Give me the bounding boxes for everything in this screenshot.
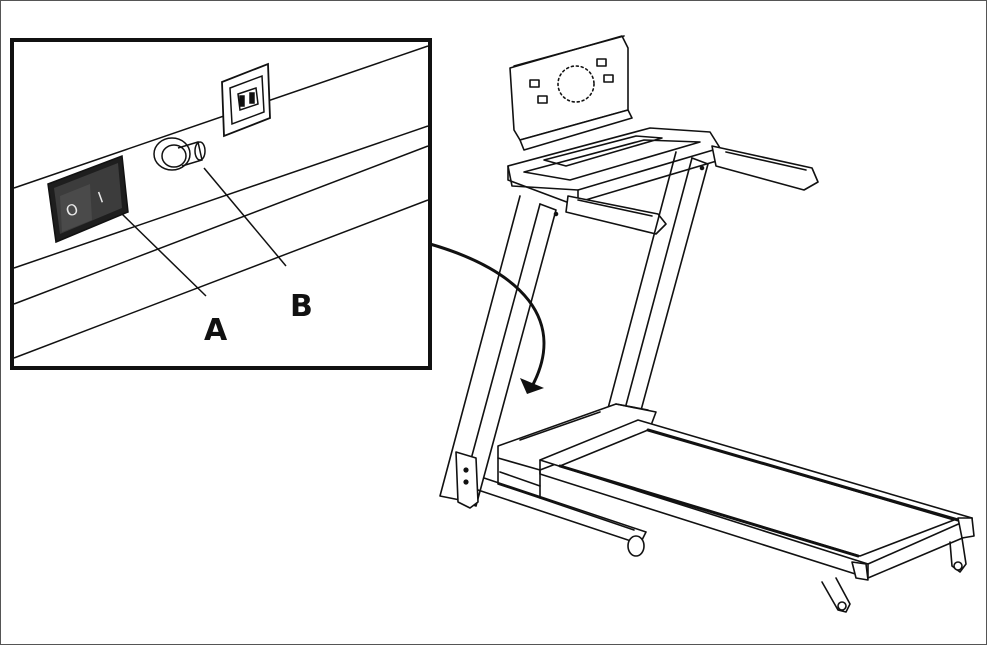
treadmill (439, 35, 975, 613)
deck (455, 403, 975, 613)
callout-label-b: B (290, 289, 313, 324)
console-button (537, 95, 548, 104)
console-button (529, 79, 540, 88)
leader-line-b (203, 167, 287, 267)
console-display (509, 35, 633, 151)
zoom-inset: O I A B (10, 38, 432, 370)
leader-line-a (121, 213, 207, 297)
console-frame (507, 127, 819, 235)
console-dial (557, 65, 595, 103)
power-inlet (221, 62, 271, 138)
console-button (603, 74, 614, 83)
circuit-breaker-button (153, 137, 206, 171)
pointer-arrow (429, 242, 546, 394)
power-switch: O I (47, 154, 129, 244)
switch-on-symbol: I (96, 188, 106, 206)
console-button (596, 58, 607, 67)
callout-label-a: A (204, 313, 228, 348)
switch-off-symbol: O (64, 200, 81, 221)
arrow-head (520, 378, 544, 394)
